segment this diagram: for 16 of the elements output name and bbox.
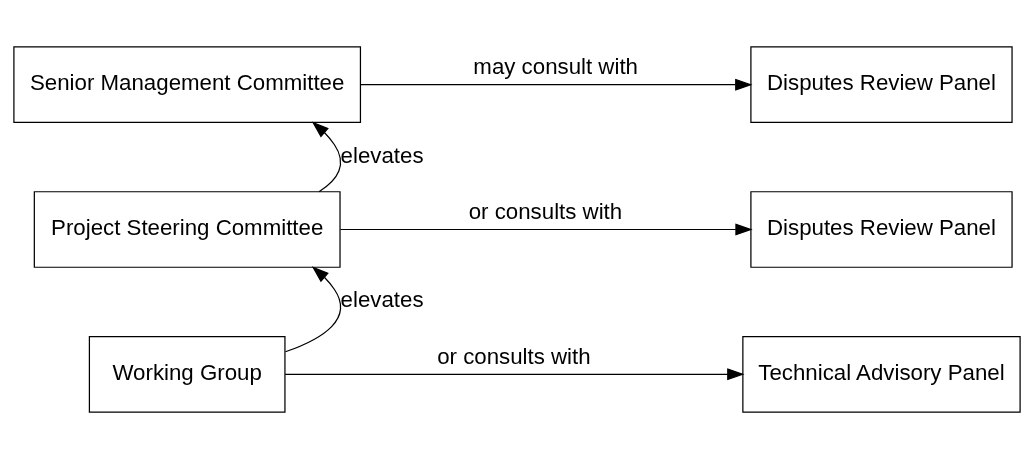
arrow: [359, 78, 753, 91]
node-box: Senior Management Committee: [13, 45, 362, 123]
node-box: Disputes Review Panel: [750, 190, 1013, 268]
edge-label: may consult with: [473, 53, 638, 79]
arrow: [339, 222, 753, 236]
node-box: Technical Advisory Panel: [742, 335, 1021, 413]
node-box: Project Steering Committee: [33, 190, 341, 268]
edge-label: elevates: [340, 142, 424, 168]
arrow: [311, 120, 342, 192]
edge-label: or consults with: [437, 343, 591, 369]
node-box: Disputes Review Panel: [750, 45, 1013, 123]
edge-label: or consults with: [468, 198, 623, 224]
arrow: [284, 265, 342, 352]
node-box: Working Group: [88, 335, 286, 413]
arrow: [284, 367, 745, 380]
edge-label: elevates: [340, 286, 424, 312]
